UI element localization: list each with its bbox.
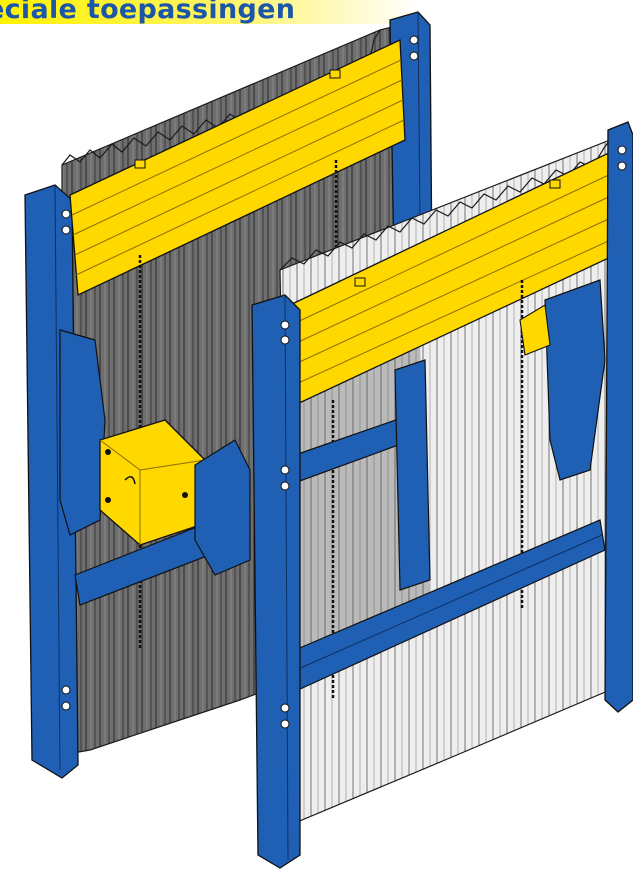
bolt-hole <box>280 703 290 713</box>
page-title: eciale toepassingen <box>0 0 296 25</box>
bolt-hole <box>280 320 290 330</box>
front-right-post <box>604 121 633 713</box>
front-left-post <box>251 294 301 869</box>
bolt-hole <box>280 335 290 345</box>
bolt-hole <box>617 145 627 155</box>
strut-end-plate <box>194 439 251 576</box>
front-sheet-top-edge <box>279 139 611 271</box>
lifting-eye <box>549 179 561 189</box>
back-left-gusset <box>59 329 106 536</box>
bolt-hole <box>61 209 71 219</box>
strut-hook <box>124 476 136 485</box>
lifting-eye <box>354 277 366 287</box>
lifting-eye <box>329 69 341 79</box>
lifting-eye <box>134 159 146 169</box>
bolt-hole <box>61 225 71 235</box>
bolt-hole <box>409 51 419 61</box>
inner-blue-column <box>394 359 431 591</box>
bolt-hole <box>280 481 290 491</box>
bolt-hole <box>280 465 290 475</box>
front-right-gusset <box>544 279 606 481</box>
back-panel <box>24 11 436 779</box>
bolt-hole <box>61 685 71 695</box>
title-band: eciale toepassingen <box>0 0 420 25</box>
back-top-waler <box>69 38 406 296</box>
bolt-hole <box>409 35 419 45</box>
front-inner-strut-end <box>519 304 551 356</box>
bolt-hole <box>61 701 71 711</box>
spreader-strut <box>99 419 251 576</box>
front-panel <box>251 121 633 869</box>
bolt-hole <box>617 161 627 171</box>
bolt-hole <box>280 719 290 729</box>
